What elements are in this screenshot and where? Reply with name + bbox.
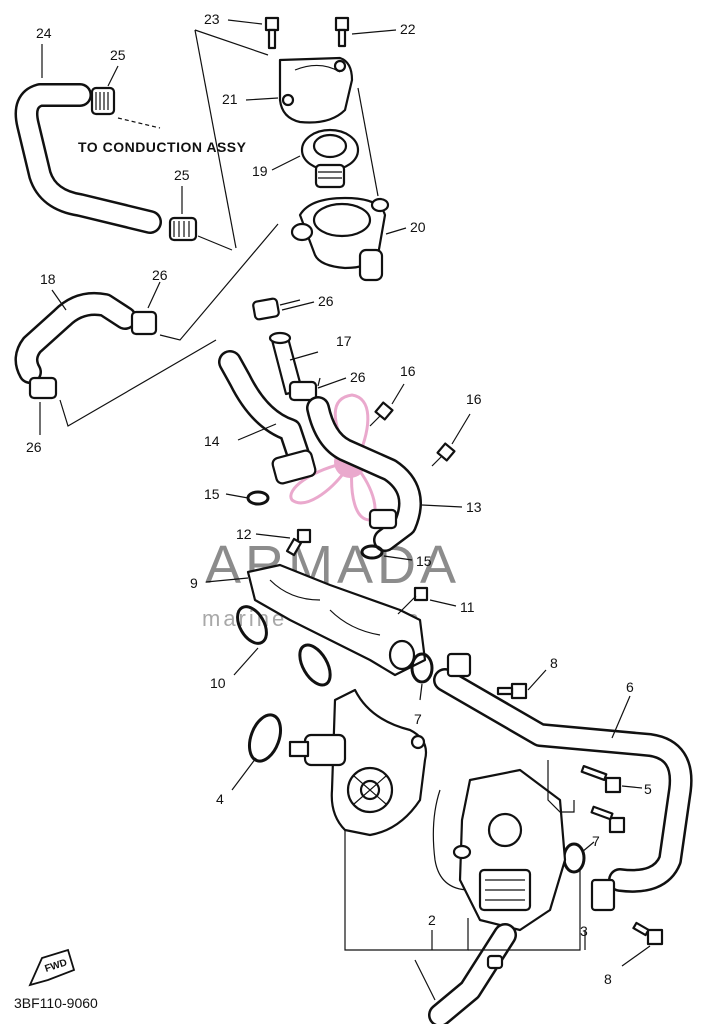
outlet-pipe [428,923,517,1024]
bolt-16-a [369,383,405,427]
callout-23: 23 [204,11,220,27]
callout-leaders [227,19,407,389]
bolt-5 [580,764,643,794]
thermostat-cover-21 [278,56,354,124]
thermostat-19 [300,128,360,189]
hose-13 [306,396,463,552]
callout-8-lower: 8 [604,971,612,987]
o-ring-15-a [246,490,270,506]
callout-8-upper: 8 [550,655,558,671]
callout-10: 10 [210,675,226,691]
thermostat-housing-20 [290,87,390,282]
callout-9: 9 [190,575,198,591]
leader-10 [233,647,259,676]
bolt-8-b [621,921,664,967]
callout-15-right: 15 [416,553,432,569]
callout-3: 3 [580,923,588,939]
hose-clamp-26-b [28,376,58,435]
callout-16-right: 16 [466,391,482,407]
bolt-8-a [496,669,547,700]
bolt-12 [255,528,312,557]
bolt-23 [264,16,280,50]
bolt-7 [590,805,626,834]
hose-clamp-25-upper [90,65,161,129]
callout-24: 24 [36,25,52,41]
callout-12: 12 [236,526,252,542]
callout-22: 22 [400,21,416,37]
drawing-code: 3BF110-9060 [14,995,98,1011]
callout-6: 6 [626,679,634,695]
hose-18 [14,289,137,384]
callout-25-lower: 25 [174,167,190,183]
bolt-22 [334,16,350,48]
water-pipe-6 [433,652,693,912]
callout-17: 17 [336,333,352,349]
callout-5: 5 [644,781,652,797]
callout-14: 14 [204,433,220,449]
bolt-16-b [431,413,471,467]
bolt-11 [397,586,457,615]
callout-16-left: 16 [400,363,416,379]
leader-to-housing [159,223,279,341]
callout-7-lower: 7 [592,833,600,849]
o-ring-4 [247,713,283,763]
callout-26-top: 26 [318,293,334,309]
o-ring-10-b [298,643,332,687]
callout-26-hose18: 26 [152,267,168,283]
callout-21: 21 [222,91,238,107]
callout-25-upper: 25 [110,47,126,63]
pipe-17 [252,297,321,402]
o-ring-10-a [236,605,268,645]
water-pump-2 [288,688,428,837]
callout-4: 4 [216,791,224,807]
o-ring-15-b [360,544,384,560]
pump-cover-3 [432,768,567,932]
callout-20: 20 [410,219,426,235]
leader-7-b [581,841,595,853]
callout-13: 13 [466,499,482,515]
leader-15-a [225,493,249,499]
leader-26-group [59,339,217,427]
hose-14 [218,350,317,485]
hose-clamp-25-lower [168,186,233,251]
leader-23 [194,29,269,56]
callout-26-pipe17: 26 [350,369,366,385]
fwd-arrow-icon: FWD [28,948,76,987]
to-conduction-assy-note: TO CONDUCTION ASSY [78,139,247,155]
hose-clamp-26-a [130,281,161,336]
hose-24 [14,44,162,234]
callout-2: 2 [428,912,436,928]
callout-19: 19 [252,163,268,179]
leader-4 [231,757,257,791]
leader-7-a [419,683,423,701]
callout-26-bottom-left: 26 [26,439,42,455]
bracket-lines [344,760,586,1001]
o-ring-7-a [410,652,434,684]
callout-7-upper: 7 [414,711,422,727]
o-ring-7-b [562,842,586,874]
water-pipe-9 [205,563,427,677]
leader-15-b [383,555,413,561]
callout-18: 18 [40,271,56,287]
dashed-bracket [194,29,237,249]
callout-11: 11 [460,599,475,615]
callout-15-left: 15 [204,486,220,502]
